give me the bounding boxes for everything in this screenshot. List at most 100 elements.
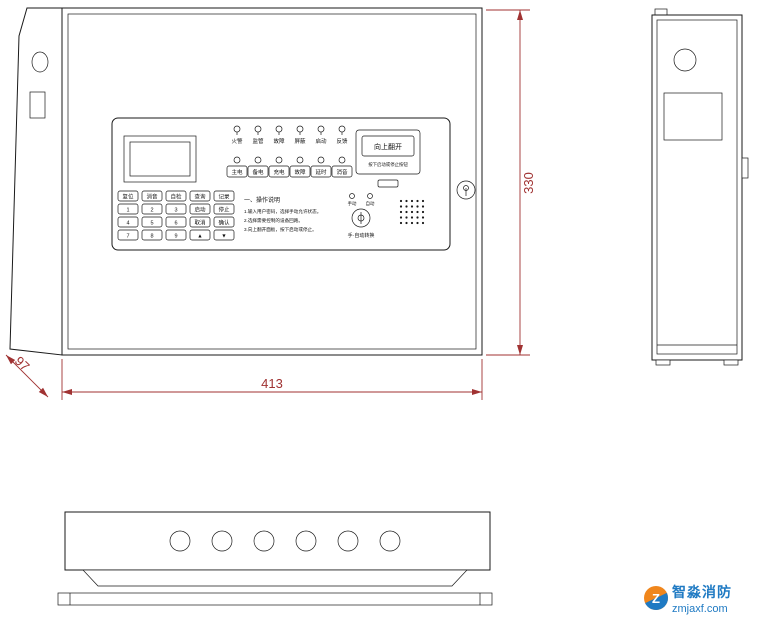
- dimension-label-height: 330: [521, 172, 536, 194]
- keypad-key-label: 3: [174, 208, 177, 214]
- keypad-key: [117, 203, 139, 215]
- keypad-key: [213, 216, 235, 228]
- instructions-line: 3.向上翻开面板，按下启动或停止。: [244, 226, 317, 233]
- bottom-flange: [82, 569, 468, 587]
- led-label: 屏蔽: [294, 137, 306, 145]
- keypad-key: [213, 203, 235, 215]
- keypad-key-label: ▼: [221, 234, 226, 240]
- knockout-hole: [169, 530, 191, 552]
- side-hole-icon: [673, 48, 697, 72]
- led-label: 反馈: [336, 137, 348, 145]
- keypad-key-label: 确认: [218, 219, 230, 227]
- led-row-1: 火警 监管 故障 屏蔽 启动 反馈: [231, 125, 348, 145]
- lcd-screen: [129, 141, 191, 177]
- led-indicator: [338, 156, 346, 164]
- keypad-key: [189, 229, 211, 241]
- side-foot-left: [655, 359, 671, 366]
- keypad-key: [165, 203, 187, 215]
- keypad-key: [117, 229, 139, 241]
- keypad-key: [117, 216, 139, 228]
- keypad-key-label: 取消: [194, 219, 206, 227]
- knockout-hole: [211, 530, 233, 552]
- flip-panel-subtitle: 按下启动或停止按钮: [368, 161, 408, 168]
- key-switch-icon: [351, 208, 371, 228]
- flip-panel: 向上翻开 按下启动或停止按钮: [355, 129, 421, 188]
- led-label: 主电: [231, 168, 243, 176]
- lcd-bezel: [123, 135, 197, 183]
- bottom-view: [57, 511, 493, 606]
- flip-panel-window: [361, 135, 415, 157]
- brand-site: zmjaxf.com: [672, 603, 728, 615]
- keypad-key-label: 1: [126, 208, 129, 214]
- led-label: 充电: [273, 168, 285, 176]
- dimension-width-413: 413: [61, 359, 483, 400]
- led-label: 备电: [252, 168, 264, 176]
- keypad-key-label: 8: [150, 234, 153, 240]
- instructions-title: 一、操作说明: [244, 196, 280, 204]
- keypad-key: [141, 203, 163, 215]
- brand-logo-monogram: Z: [652, 591, 660, 606]
- flip-panel-frame: [355, 129, 421, 175]
- bottom-body: [64, 511, 491, 571]
- led-label: 启动: [315, 137, 327, 145]
- keypad-key-label: 2: [150, 208, 153, 214]
- key-switch-group: 手动 自动 手·自动转换: [348, 193, 425, 239]
- dimension-label-width: 413: [261, 376, 283, 391]
- dimension-height-330: 330: [486, 9, 536, 356]
- key-switch-caption: 手·自动转换: [348, 232, 375, 239]
- knockout-hole: [295, 530, 317, 552]
- knockout-hole: [379, 530, 401, 552]
- front-view: 火警 监管 故障 屏蔽 启动 反馈 主电 备电 充电 故障 延时 消音: [9, 7, 483, 356]
- door-lock-icon: [456, 180, 476, 200]
- led-label: 延时: [315, 168, 327, 176]
- keypad-key: [165, 216, 187, 228]
- led-label: 消音: [336, 168, 348, 176]
- keypad-key-label: 4: [126, 221, 129, 227]
- instructions-line: 2.选择需要控制的设备回路。: [244, 217, 303, 224]
- knockout-hole: [337, 530, 359, 552]
- keypad-key-label: 查询: [194, 193, 206, 201]
- keypad-key: [189, 216, 211, 228]
- keypad-key: [189, 190, 211, 202]
- mode-led-auto: [367, 193, 373, 199]
- side-hole-icon: [31, 51, 49, 73]
- led-label: 火警: [231, 137, 243, 145]
- watermark: Z 智淼消防 zmjaxf.com: [644, 584, 732, 615]
- keypad-key: [189, 203, 211, 215]
- led-indicator: [275, 156, 283, 164]
- flip-panel-button: [377, 179, 399, 188]
- mode-label-auto: 自动: [366, 200, 375, 207]
- side-hinge-tab: [741, 157, 749, 179]
- led-row-2: 主电 备电 充电 故障 延时 消音: [226, 156, 353, 178]
- led-label: 故障: [273, 137, 285, 145]
- mode-led-manual: [349, 193, 355, 199]
- instructions-line: 1.输入用户密码，选择手动允许状态。: [244, 208, 321, 215]
- keypad-key: [165, 229, 187, 241]
- keypad-key-label: 消音: [146, 193, 158, 201]
- led-label: 监管: [252, 137, 264, 145]
- knockout-hole: [253, 530, 275, 552]
- dimension-label-depth: 97: [12, 353, 33, 374]
- side-window: [663, 92, 723, 141]
- left-side-face: [9, 7, 63, 356]
- keypad-key: [213, 190, 235, 202]
- keypad-key-label: 启动: [194, 206, 206, 214]
- keypad-key-label: ▲: [197, 234, 202, 240]
- side-view: [651, 8, 749, 366]
- keypad-key-label: 7: [126, 234, 129, 240]
- keypad-key: [141, 190, 163, 202]
- dimension-depth-97: 97: [5, 353, 49, 398]
- keypad-key-label: 5: [150, 221, 153, 227]
- keypad-key-label: 停止: [218, 206, 230, 214]
- led-indicator: [317, 156, 325, 164]
- brand-name: 智淼消防: [671, 584, 732, 600]
- led-indicator: [254, 156, 262, 164]
- speaker-grille: [399, 199, 425, 225]
- keypad-key: [165, 190, 187, 202]
- keypad-key-label: 记录: [218, 193, 230, 201]
- keypad-key-label: 复位: [122, 193, 134, 201]
- side-cutout: [29, 91, 46, 119]
- keypad-key: [141, 216, 163, 228]
